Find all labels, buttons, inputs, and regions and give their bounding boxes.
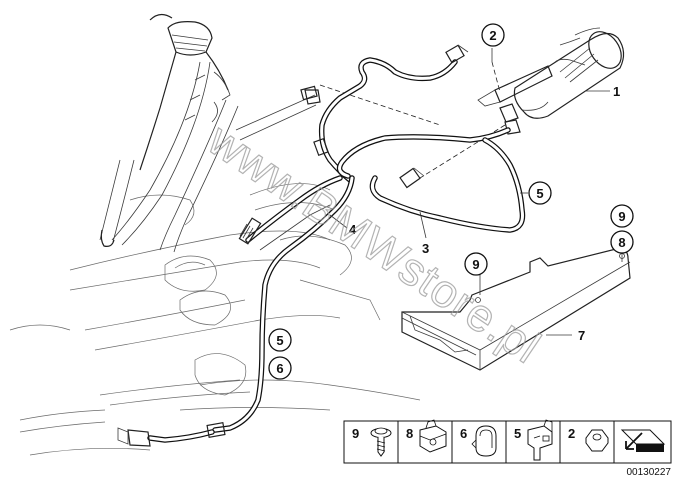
legend-item-2: 2 — [568, 426, 609, 452]
vehicle-structure-background — [9, 13, 421, 456]
legend-item-9: 9 — [352, 426, 392, 457]
callout-1-label: 1 — [613, 84, 620, 99]
callout-9-right-label: 9 — [618, 209, 625, 224]
leader-dashed-upper — [319, 84, 441, 126]
clip-nut-icon — [419, 419, 447, 453]
callout-2: 2 — [481, 23, 505, 47]
legend-item-8: 8 — [406, 419, 447, 453]
callout-9-middle: 9 — [464, 252, 488, 276]
callout-6: 6 — [268, 356, 292, 380]
callout-7: 7 — [578, 328, 585, 343]
callout-5-upper: 5 — [528, 181, 552, 205]
callout-9-middle-label: 9 — [472, 257, 479, 272]
callout-5-lower-label: 5 — [276, 333, 283, 348]
callout-4: 4 — [349, 222, 357, 237]
legend-item-5: 5 — [514, 419, 553, 461]
callout-6-label: 6 — [276, 361, 283, 376]
callout-4-label: 4 — [349, 222, 357, 237]
callout-9-right: 9 — [610, 204, 634, 228]
parts-legend: 9 8 6 — [343, 419, 672, 464]
callout-5-lower: 5 — [268, 328, 292, 352]
legend-item-2-number: 2 — [568, 426, 575, 441]
callout-3: 3 — [422, 241, 429, 256]
holder-clip-icon — [527, 419, 553, 461]
legend-item-6-number: 6 — [460, 426, 467, 441]
legend-item-8-number: 8 — [406, 426, 413, 441]
callout-1: 1 — [613, 84, 620, 99]
hex-nut-icon — [585, 429, 609, 452]
callout-5-upper-label: 5 — [536, 186, 543, 201]
bracket-shield — [401, 247, 631, 371]
arrow-icon — [620, 429, 666, 452]
leader-dashed-2 — [491, 61, 501, 93]
callout-8-right-label: 8 — [618, 235, 625, 250]
screw-icon — [370, 427, 392, 457]
legend-item-5-number: 5 — [514, 426, 521, 441]
callout-7-label: 7 — [578, 328, 585, 343]
callout-8-right: 8 — [610, 230, 634, 254]
callout-3-label: 3 — [422, 241, 429, 256]
document-number: 00130227 — [627, 467, 672, 478]
hose-assembly — [117, 44, 526, 447]
callout-2-label: 2 — [489, 28, 496, 43]
hose-clamp-icon — [471, 425, 497, 457]
leader-lines — [270, 48, 623, 337]
legend-item-6: 6 — [460, 425, 497, 457]
legend-item-arrow — [620, 429, 666, 452]
legend-item-9-number: 9 — [352, 426, 359, 441]
